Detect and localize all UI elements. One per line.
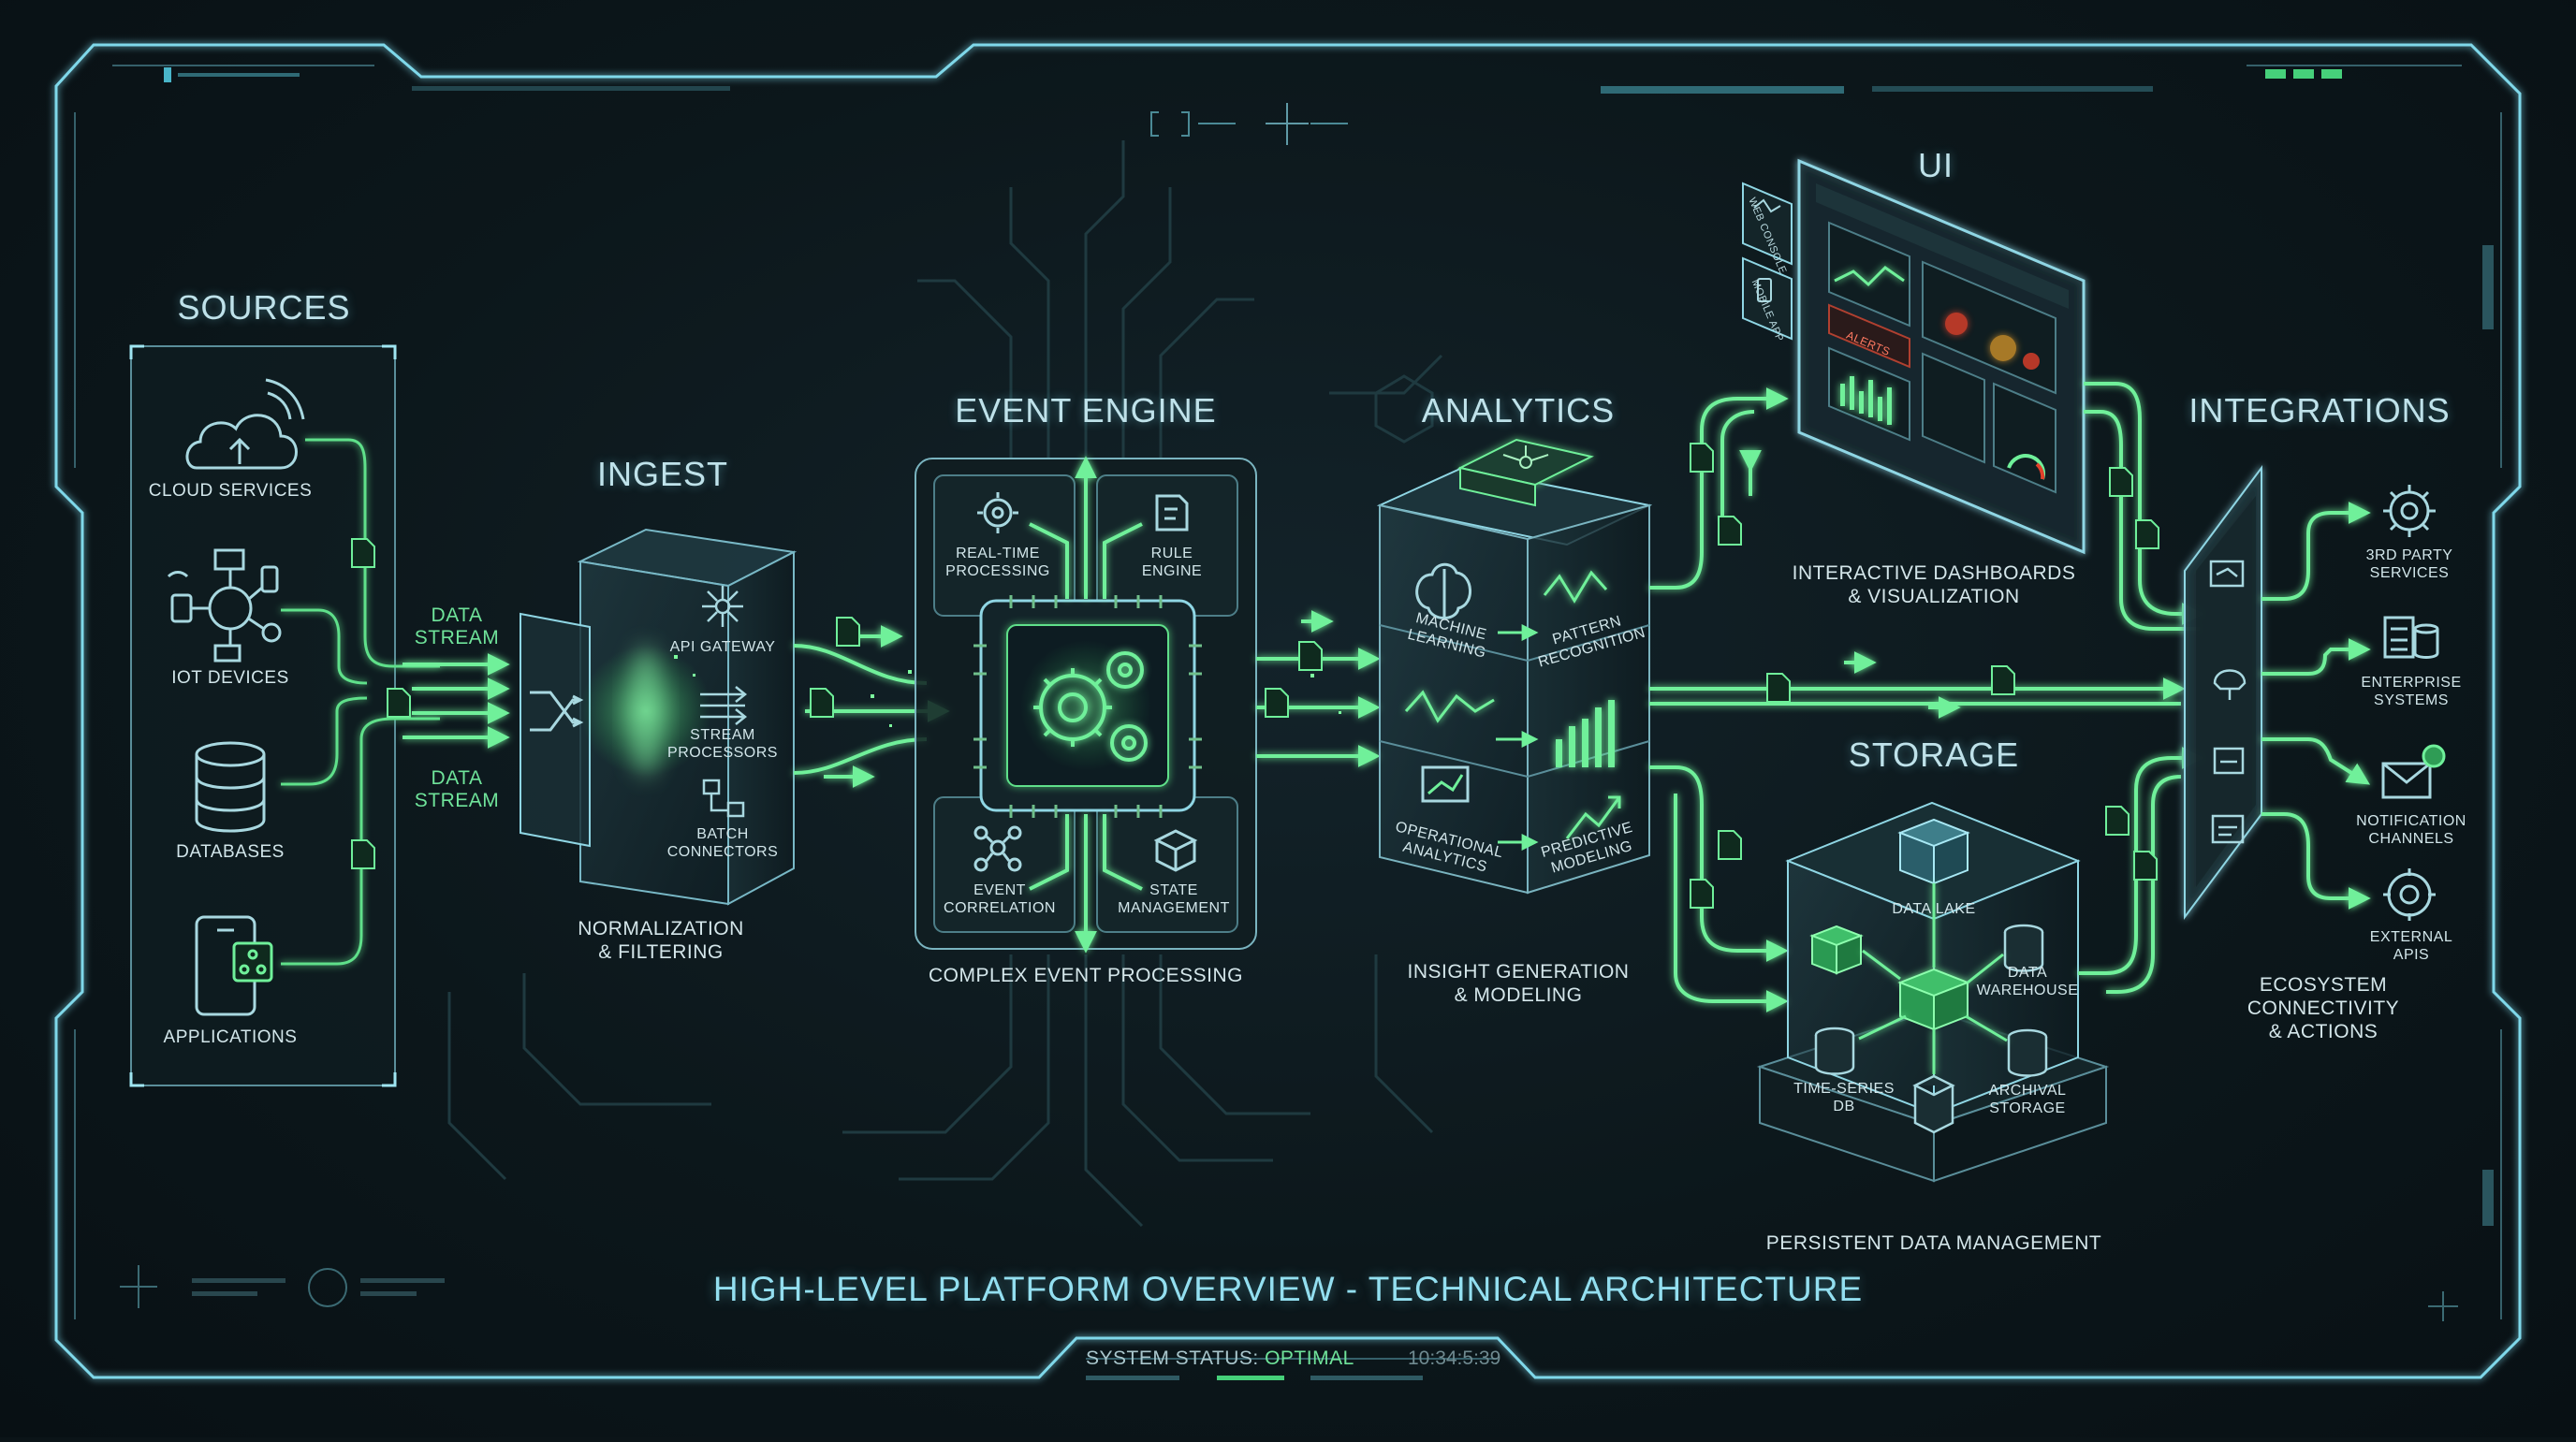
wave-icon bbox=[1404, 690, 1495, 723]
state-management-icon bbox=[1153, 829, 1198, 872]
integration-output-arrows bbox=[2261, 502, 2371, 910]
storage-block bbox=[1756, 801, 2110, 1183]
event-engine-caption: COMPLEX EVENT PROCESSING bbox=[928, 965, 1244, 986]
ingest-item-batch-connectors: BATCH CONNECTORS bbox=[666, 826, 779, 860]
hud-frame bbox=[54, 43, 2522, 1379]
panel-icons bbox=[2209, 560, 2247, 844]
analytics-inner-arrows bbox=[1496, 624, 1539, 851]
hud-decor bbox=[120, 67, 2494, 1380]
chip-pins bbox=[973, 595, 1202, 818]
system-status-label: SYSTEM STATUS: bbox=[1086, 1347, 1259, 1369]
sources-panel bbox=[129, 344, 440, 1087]
storage-caption: PERSISTENT DATA MANAGEMENT bbox=[1765, 1232, 2102, 1254]
ui-output-lines bbox=[2084, 382, 2204, 631]
enterprise-systems-icon bbox=[2383, 616, 2439, 659]
integrations-block bbox=[2184, 464, 2446, 921]
mail-notification-icon bbox=[2381, 744, 2446, 799]
ingest-block bbox=[520, 528, 798, 906]
doc-icons-6 bbox=[2105, 806, 2158, 881]
ui-block bbox=[1742, 158, 2086, 555]
iot-icon bbox=[167, 548, 282, 663]
event-correlation-icon bbox=[973, 825, 1022, 872]
engine-vertical-arrows bbox=[1029, 456, 1143, 954]
analytics-block bbox=[1376, 438, 1653, 895]
doc-icons-4 bbox=[1690, 443, 2015, 909]
ui-bar-chart bbox=[1840, 376, 1892, 425]
rule-engine-icon bbox=[1155, 494, 1189, 532]
storage-item-timeseries: TIME-SERIES DB bbox=[1793, 1081, 1895, 1114]
sources-item-databases: DATABASES bbox=[176, 842, 285, 862]
doc-icons-2 bbox=[810, 617, 860, 718]
predictive-icon bbox=[1565, 795, 1621, 839]
ui-title: UI bbox=[1918, 146, 1954, 184]
analytics-caption: INSIGHT GENERATION & MODELING bbox=[1407, 961, 1630, 1006]
analytics-title: ANALYTICS bbox=[1421, 391, 1616, 430]
doc-icons-3 bbox=[1265, 641, 1323, 718]
event-engine-item-realtime: REAL-TIME PROCESSING bbox=[945, 546, 1050, 579]
integrations-title: INTEGRATIONS bbox=[2188, 391, 2451, 430]
phone-app-icon bbox=[195, 915, 273, 1016]
hud-frame-inner bbox=[74, 65, 2502, 1360]
ingest-title: INGEST bbox=[596, 455, 729, 493]
ingest-caption: NORMALIZATION & FILTERING bbox=[578, 918, 744, 963]
storage-title: STORAGE bbox=[1848, 736, 2020, 774]
brain-icon bbox=[1415, 562, 1471, 619]
system-status: SYSTEM STATUS: OPTIMAL bbox=[1086, 1347, 1354, 1370]
heatmap bbox=[1945, 313, 2040, 370]
ingest-input-arrows bbox=[402, 653, 510, 749]
event-engine-item-state: STATE MANAGEMENT bbox=[1118, 882, 1230, 916]
sources-item-iot: IoT DEVICES bbox=[171, 668, 289, 688]
storage-links bbox=[1858, 883, 2008, 1074]
doc-icons-5 bbox=[2109, 467, 2159, 549]
external-api-icon bbox=[2383, 868, 2436, 921]
stream-processor-icon bbox=[700, 686, 748, 725]
ingest-item-api-gateway: API GATEWAY bbox=[669, 639, 776, 655]
integrations-item-notification: NOTIFICATION CHANNELS bbox=[2356, 813, 2466, 847]
sources-item-cloud: CLOUD SERVICES bbox=[148, 481, 313, 501]
doc-icons bbox=[351, 538, 411, 869]
network-icon bbox=[1502, 445, 1549, 469]
realtime-gear-icon bbox=[977, 492, 1018, 533]
ui-caption: INTERACTIVE DASHBOARDS & VISUALIZATION bbox=[1792, 562, 2076, 607]
ops-analytics-icon bbox=[1421, 765, 1470, 803]
storage-item-warehouse: DATA WAREHOUSE bbox=[1976, 965, 2079, 998]
integrations-item-enterprise: ENTERPRISE SYSTEMS bbox=[2361, 675, 2462, 708]
integrations-item-3rd-party: 3RD PARTY SERVICES bbox=[2365, 547, 2453, 581]
sources-connectors bbox=[281, 438, 440, 966]
storage-db-icons bbox=[1814, 924, 2048, 1134]
flow-label-bottom: DATA STREAM bbox=[414, 767, 500, 811]
circuit-traces bbox=[447, 140, 1443, 1228]
flow-label-top: DATA STREAM bbox=[414, 604, 500, 648]
sources-item-applications: APPLICATIONS bbox=[163, 1027, 298, 1047]
cloud-icon bbox=[185, 378, 305, 470]
batch-connector-icon bbox=[702, 779, 745, 818]
pattern-icon bbox=[1543, 570, 1608, 604]
integrations-item-external-apis: EXTERNAL APIs bbox=[2369, 929, 2453, 963]
system-clock: 10:34:5:39 bbox=[1408, 1347, 1501, 1369]
integrations-caption: ECOSYSTEM CONNECTIVITY & ACTIONS bbox=[2247, 974, 2400, 1042]
system-status-value: OPTIMAL bbox=[1265, 1347, 1354, 1369]
api-gateway-icon bbox=[702, 586, 743, 627]
event-engine-item-rule-engine: RULE ENGINE bbox=[1141, 546, 1203, 579]
bar-icon bbox=[1556, 700, 1615, 767]
gear-icon bbox=[2383, 485, 2436, 537]
event-engine-item-correlation: EVENT CORRELATION bbox=[944, 882, 1056, 916]
sources-title: SOURCES bbox=[177, 288, 351, 327]
diagram-title: HIGH-LEVEL PLATFORM OVERVIEW - TECHNICAL… bbox=[712, 1270, 1864, 1308]
storage-item-archival: ARCHIVAL STORAGE bbox=[1988, 1083, 2067, 1116]
event-engine-block bbox=[915, 456, 1257, 954]
gears-icon bbox=[1033, 651, 1148, 762]
analytics-output-lines bbox=[1649, 387, 2186, 1012]
storage-item-data-lake: DATA LAKE bbox=[1892, 901, 1976, 917]
event-engine-title: EVENT ENGINE bbox=[955, 391, 1217, 430]
database-icon bbox=[195, 741, 266, 833]
ingest-item-stream-processors: STREAM PROCESSORS bbox=[667, 727, 778, 761]
